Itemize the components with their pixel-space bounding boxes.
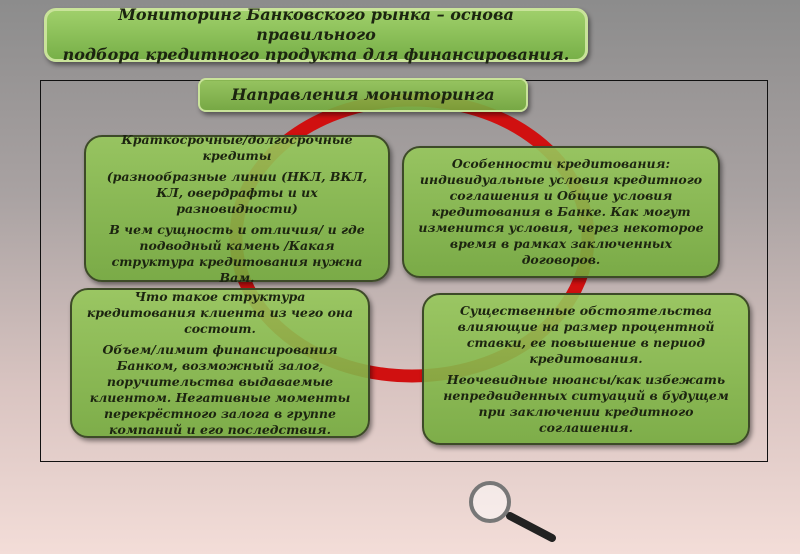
slide-title: Мониторинг Банковского рынка – основа пр… bbox=[44, 5, 588, 64]
magnifier-icon bbox=[469, 481, 556, 542]
title-line-1: Мониторинг Банковского рынка – основа пр… bbox=[118, 5, 514, 44]
box-features: Особенности кредитования: индивидуальные… bbox=[402, 146, 720, 278]
title-line-2: подбора кредитного продукта для финансир… bbox=[62, 45, 570, 64]
box-text: Существенные обстоятельства влияющие на … bbox=[457, 302, 715, 366]
box-text: В чем сущность и отличия/ и где подводны… bbox=[109, 221, 365, 285]
box-text: (разнообразные линии (НКЛ, ВКЛ, КЛ, овер… bbox=[106, 168, 368, 216]
section-header: Направления мониторинга bbox=[198, 78, 528, 112]
box-loans: Краткосрочные/долгосрочные кредиты (разн… bbox=[84, 131, 390, 285]
box-text: Неочевидные нюансы/как избежать непредви… bbox=[443, 371, 729, 435]
box-rates: Существенные обстоятельства влияющие на … bbox=[422, 293, 750, 445]
box-structure: Что такое структура кредитования клиента… bbox=[70, 288, 370, 438]
box-text: Что такое структура кредитования клиента… bbox=[86, 288, 354, 336]
box-text: Особенности кредитования: индивидуальные… bbox=[418, 156, 704, 267]
box-text: Объем/лимит финансирования Банком, возмо… bbox=[89, 341, 351, 437]
section-header-text: Направления мониторинга bbox=[231, 85, 495, 104]
box-text: Краткосрочные/долгосрочные кредиты bbox=[121, 131, 353, 163]
